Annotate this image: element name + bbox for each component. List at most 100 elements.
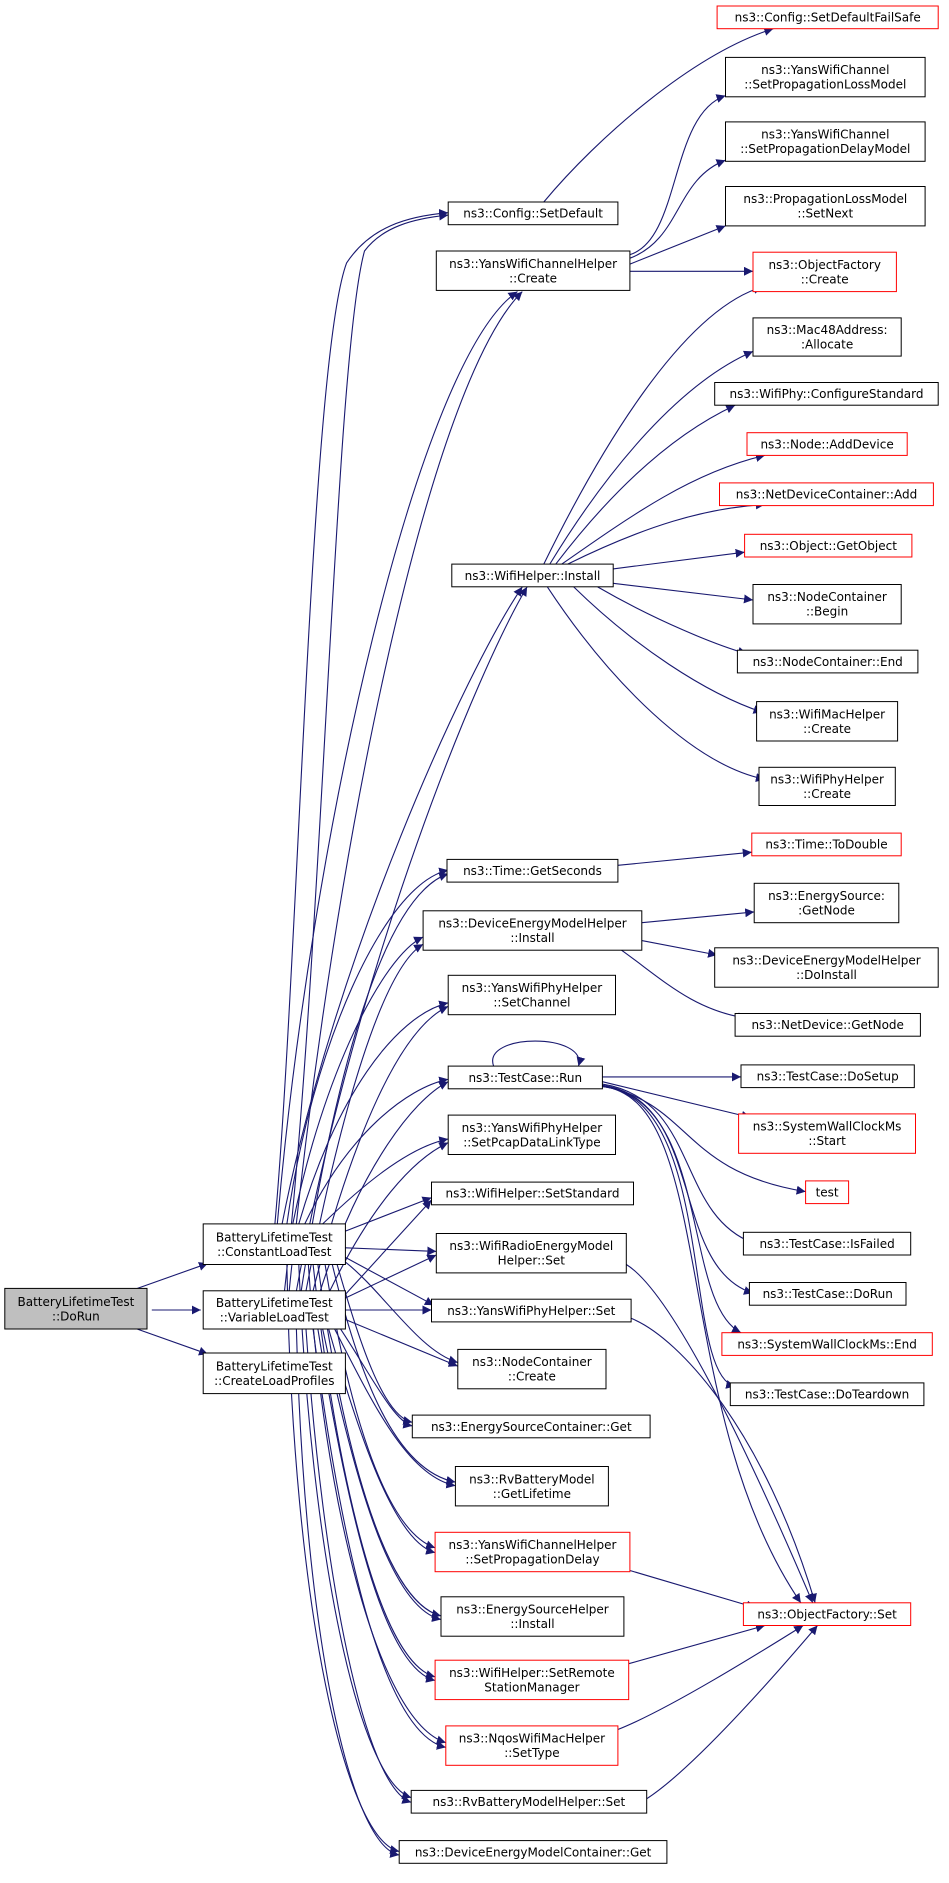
node-wmh-create[interactable]: ns3::WifiMacHelper::Create xyxy=(756,701,899,742)
node-ywch-spd[interactable]: ns3::YansWifiChannelHelper::SetPropagati… xyxy=(434,1531,631,1573)
node-tc-isfailed[interactable]: ns3::TestCase::IsFailed xyxy=(742,1231,912,1256)
call-edge-tc-run-to-tc-isfailed xyxy=(602,1083,754,1244)
node-esc-get[interactable]: ns3::EnergySourceContainer::Get xyxy=(411,1414,651,1439)
node-box xyxy=(752,317,902,357)
call-edge-const-to-ywch-create xyxy=(276,291,518,1224)
node-ywph-sc[interactable]: ns3::YansWifiPhyHelper::SetChannel xyxy=(447,974,617,1016)
node-box xyxy=(411,1414,651,1439)
node-time-gs[interactable]: ns3::Time::GetSeconds xyxy=(446,858,619,883)
node-tc-dorun[interactable]: ns3::TestCase::DoRun xyxy=(748,1282,907,1306)
node-wh-ss[interactable]: ns3::WifiHelper::SetStandard xyxy=(431,1181,634,1206)
call-edge-const-to-wh-install xyxy=(281,586,523,1225)
node-ywph-set[interactable]: ns3::YansWifiPhyHelper::Set xyxy=(431,1298,632,1323)
node-label-line: ns3::TestCase::Run xyxy=(468,1071,582,1085)
node-label-line: ns3::ObjectFactory xyxy=(768,258,881,272)
node-box xyxy=(4,1287,148,1330)
call-edge-var-to-esc-get xyxy=(340,1328,413,1429)
node-setdef[interactable]: ns3::Config::SetDefault xyxy=(447,201,619,226)
node-label-line: ::Create xyxy=(801,273,849,287)
node-ywc-spd[interactable]: ns3::YansWifiChannel::SetPropagationDela… xyxy=(725,121,926,162)
node-label-line: BatteryLifetimeTest xyxy=(216,1230,333,1244)
call-edge-ywch-create-to-ywc-spd xyxy=(629,159,726,259)
call-edge-const-to-wh-ss xyxy=(345,1196,432,1232)
node-ywph-spdlt[interactable]: ns3::YansWifiPhyHelper::SetPcapDataLinkT… xyxy=(447,1114,617,1155)
node-wifiphy-cs[interactable]: ns3::WifiPhy::ConfigureStandard xyxy=(714,382,939,406)
node-demh-install[interactable]: ns3::DeviceEnergyModelHelper::Install xyxy=(422,910,643,951)
node-ndc-add[interactable]: ns3::NetDeviceContainer::Add xyxy=(719,482,934,507)
call-edge-nqos-st-to-of-set xyxy=(617,1625,804,1731)
node-of-set[interactable]: ns3::ObjectFactory::Set xyxy=(742,1602,912,1627)
node-obj-get[interactable]: ns3::Object::GetObject xyxy=(744,533,913,558)
node-node-add[interactable]: ns3::Node::AddDevice xyxy=(746,432,908,456)
call-edge-dorun-to-const xyxy=(137,1262,209,1289)
call-edge-tc-run-to-test xyxy=(602,1084,806,1195)
call-edge-wh-install-to-obj-get xyxy=(613,548,745,570)
node-tc-doteardown[interactable]: ns3::TestCase::DoTeardown xyxy=(729,1382,925,1407)
node-box xyxy=(454,1466,609,1507)
node-label-line: ns3::TestCase::IsFailed xyxy=(759,1237,894,1251)
node-mac48[interactable]: ns3::Mac48Address::Allocate xyxy=(752,317,902,357)
node-demc-get[interactable]: ns3::DeviceEnergyModelContainer::Get xyxy=(398,1840,668,1864)
node-label-line: BatteryLifetimeTest xyxy=(18,1295,135,1309)
call-edge-wh-install-to-nc-end xyxy=(597,586,748,656)
node-tc-run[interactable]: ns3::TestCase::Run xyxy=(447,1065,603,1090)
node-rvbmh-set[interactable]: ns3::RvBatteryModelHelper::Set xyxy=(410,1789,648,1814)
call-edge-tc-run-to-tc-run xyxy=(492,1040,586,1067)
call-edge-ywph-set-to-of-set xyxy=(630,1317,817,1603)
node-label-line: ns3::Config::SetDefaultFailSafe xyxy=(735,11,921,25)
node-plm-next[interactable]: ns3::PropagationLossModel::SetNext xyxy=(725,186,926,227)
node-nqos-st[interactable]: ns3::NqosWifiMacHelper::SetType xyxy=(445,1725,619,1766)
node-label-line: ::VariableLoadTest xyxy=(220,1311,329,1325)
call-edge-ywch-spd-to-of-set xyxy=(629,1569,756,1610)
node-label-line: ns3::Time::ToDouble xyxy=(765,838,887,852)
node-swc-end[interactable]: ns3::SystemWallClockMs::End xyxy=(721,1332,933,1356)
node-label-line: ns3::WifiHelper::Install xyxy=(465,569,601,583)
node-ywc-spl[interactable]: ns3::YansWifiChannel::SetPropagationLoss… xyxy=(725,56,926,98)
node-nc-create[interactable]: ns3::NodeContainer::Create xyxy=(457,1348,607,1390)
node-demh-doinstall[interactable]: ns3::DeviceEnergyModelHelper::DoInstall xyxy=(714,947,939,988)
node-box xyxy=(725,186,926,227)
node-label-line: ::SetPcapDataLinkType xyxy=(463,1135,600,1149)
node-ywch-create[interactable]: ns3::YansWifiChannelHelper::Create xyxy=(435,250,631,291)
node-label-line: BatteryLifetimeTest xyxy=(216,1359,333,1373)
node-label-line: ns3::WifiHelper::SetRemote xyxy=(449,1666,615,1680)
node-dorun[interactable]: BatteryLifetimeTest::DoRun xyxy=(4,1287,148,1330)
call-edge-const-to-demc-get xyxy=(286,1264,400,1854)
node-label-line: ::SetNext xyxy=(797,207,853,221)
node-nd-getnode[interactable]: ns3::NetDevice::GetNode xyxy=(734,1013,921,1037)
node-label-line: ns3::ObjectFactory::Set xyxy=(757,1607,897,1621)
node-box xyxy=(752,251,897,293)
node-time-td[interactable]: ns3::Time::ToDouble xyxy=(751,832,902,857)
node-const[interactable]: BatteryLifetimeTest::ConstantLoadTest xyxy=(202,1223,346,1266)
call-edge-tc-run-to-swc-end xyxy=(602,1085,742,1334)
node-esh-install[interactable]: ns3::EnergySourceHelper::Install xyxy=(440,1596,625,1637)
node-label-line: ns3::WifiHelper::SetStandard xyxy=(446,1187,620,1201)
node-box xyxy=(445,1725,619,1766)
node-of-create[interactable]: ns3::ObjectFactory::Create xyxy=(752,251,897,293)
node-wh-install[interactable]: ns3::WifiHelper::Install xyxy=(451,563,614,588)
node-swc-start[interactable]: ns3::SystemWallClockMs::Start xyxy=(738,1113,916,1154)
node-tc-dosetup[interactable]: ns3::TestCase::DoSetup xyxy=(740,1064,915,1089)
node-rvbm-gl[interactable]: ns3::RvBatteryModel::GetLifetime xyxy=(454,1466,609,1507)
call-edge-const-to-nc-create xyxy=(345,1261,458,1365)
node-setdeffs[interactable]: ns3::Config::SetDefaultFailSafe xyxy=(716,5,939,30)
node-box xyxy=(440,1596,625,1637)
node-nc-end[interactable]: ns3::NodeContainer::End xyxy=(736,649,919,674)
node-var[interactable]: BatteryLifetimeTest::VariableLoadTest xyxy=(202,1290,346,1330)
call-edge-var-to-demc-get xyxy=(295,1329,400,1858)
node-box xyxy=(751,832,902,857)
node-label-line: ::Install xyxy=(510,931,554,945)
node-box xyxy=(725,121,926,162)
node-box xyxy=(719,482,934,507)
node-clp[interactable]: BatteryLifetimeTest::CreateLoadProfiles xyxy=(202,1352,346,1395)
node-box xyxy=(398,1840,668,1864)
node-test[interactable]: test xyxy=(805,1180,850,1205)
node-label-line: ns3::NetDevice::GetNode xyxy=(751,1018,903,1032)
call-edge-const-to-tc-run xyxy=(304,1076,449,1225)
node-es-getnode[interactable]: ns3::EnergySource::GetNode xyxy=(753,882,900,924)
node-nc-begin[interactable]: ns3::NodeContainer::Begin xyxy=(752,584,902,625)
node-wph-create[interactable]: ns3::WifiPhyHelper::Create xyxy=(758,766,896,806)
